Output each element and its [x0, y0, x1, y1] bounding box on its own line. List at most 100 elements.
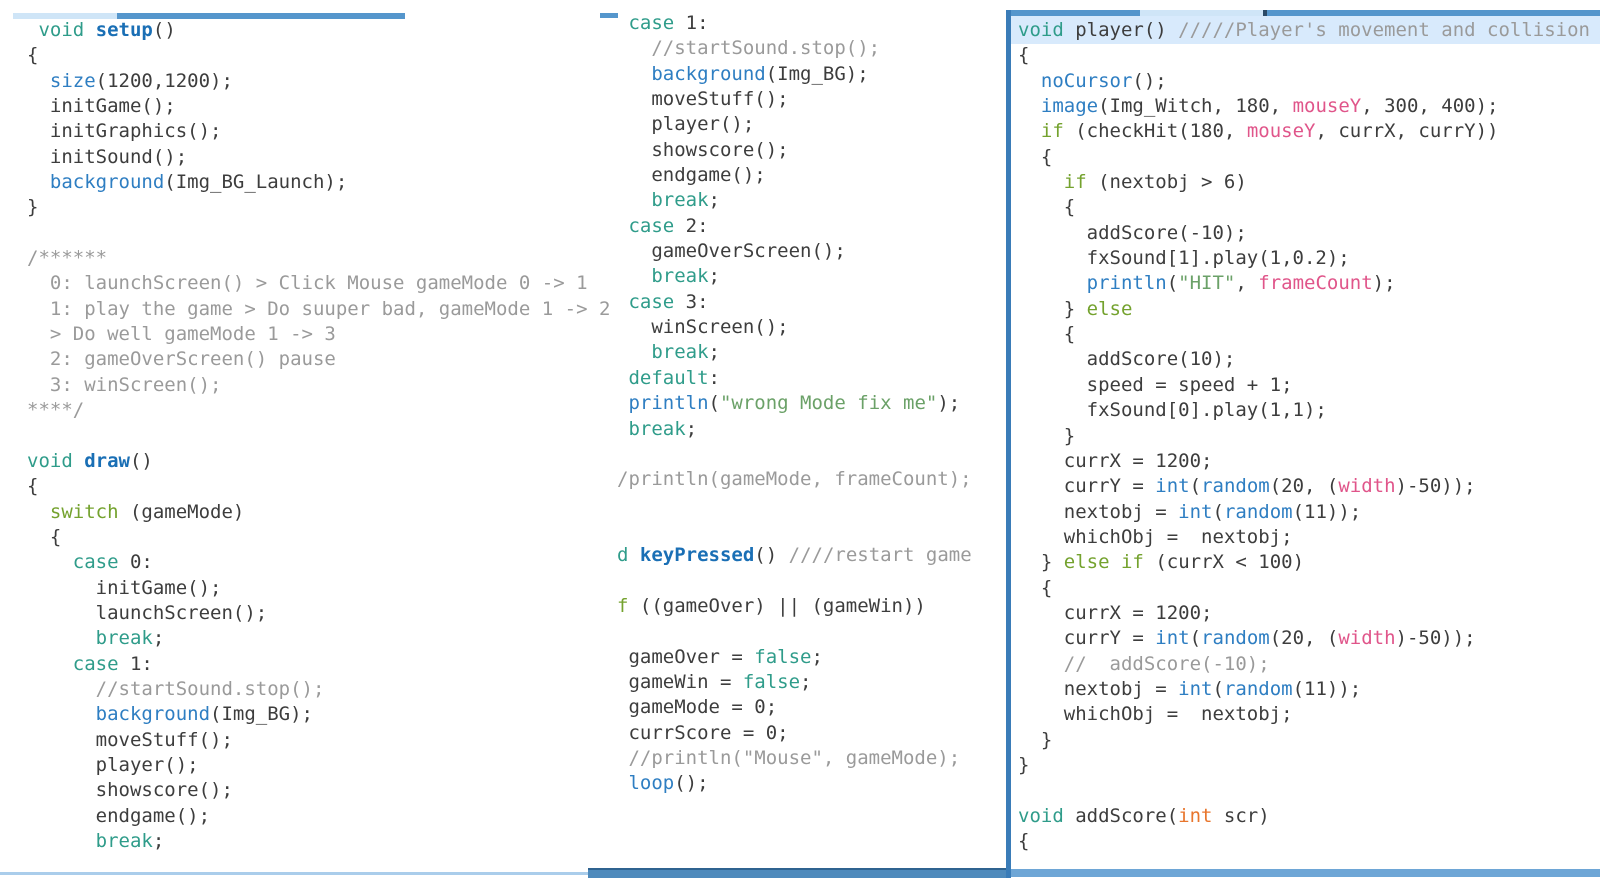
code-token: background	[651, 62, 766, 85]
code-token: }	[1018, 551, 1064, 574]
code-line: > Do well gameMode 1 -> 3	[27, 322, 619, 347]
code-token	[1110, 551, 1121, 573]
code-token: 0:	[118, 551, 153, 574]
code-token: {	[1018, 196, 1076, 219]
code-token: 1:	[118, 652, 153, 675]
code-line: initGraphics();	[27, 119, 619, 144]
code-token: initSound();	[27, 145, 188, 168]
code-line: noCursor();	[1018, 69, 1600, 94]
code-line: endgame();	[27, 804, 619, 829]
code-token: ;	[811, 645, 823, 668]
code-line: initGame();	[27, 576, 619, 601]
right-window-top-bar-dark-left	[1011, 10, 1140, 17]
code-line: }	[1018, 424, 1600, 449]
code-token: void	[1018, 19, 1064, 41]
code-line: currScore = 0;	[617, 721, 1005, 746]
code-line: showscore();	[27, 778, 619, 803]
code-token	[617, 189, 651, 211]
right-window-top-bar-light	[1140, 10, 1263, 17]
code-line: fxSound[1].play(1,0.2);	[1018, 246, 1600, 271]
code-token: image	[1040, 95, 1099, 118]
code-token: case	[628, 12, 675, 34]
code-token: (	[1189, 475, 1202, 498]
code-line: 1: play the game > Do suuper bad, gameMo…	[27, 297, 619, 322]
code-line: break;	[27, 626, 619, 651]
code-line: {	[1018, 576, 1600, 601]
code-token: )-50));	[1395, 627, 1476, 650]
code-line: initGame();	[27, 94, 619, 119]
code-token	[27, 551, 73, 573]
code-token: > Do well gameMode 1 -> 3	[27, 323, 336, 346]
code-token: fxSound[1].play(1,0.2);	[1018, 247, 1350, 270]
code-line: gameMode = 0;	[617, 695, 1005, 720]
code-token: /////Player's movement and collision	[1178, 19, 1590, 41]
code-line: println("wrong Mode fix me");	[617, 391, 1005, 416]
code-token	[628, 544, 639, 566]
code-token: int	[1155, 627, 1190, 650]
code-token	[617, 367, 628, 389]
code-token: ()	[152, 19, 176, 41]
code-token: (11));	[1292, 500, 1362, 523]
code-token: else	[1063, 551, 1110, 574]
right-window-bottom-bar	[1011, 869, 1600, 877]
code-line: void setup()	[27, 18, 619, 43]
code-token: ;	[708, 265, 720, 288]
code-line: {	[27, 474, 619, 499]
code-line: currX = 1200;	[1018, 449, 1600, 474]
left-window-top-bar-dark	[117, 13, 405, 19]
code-token: case	[72, 551, 119, 574]
code-token: endgame();	[617, 164, 766, 187]
code-line: moveStuff();	[27, 728, 619, 753]
code-line: initSound();	[27, 145, 619, 170]
code-token: showscore();	[617, 138, 789, 161]
code-line: 3: winScreen();	[27, 373, 619, 398]
code-token: background	[49, 171, 165, 194]
code-token: //startSound.stop();	[651, 37, 881, 60]
code-line: f ((gameOver) || (gameWin))	[617, 594, 1005, 619]
code-token: void	[38, 19, 85, 41]
code-line: addScore(10);	[1018, 347, 1600, 372]
code-token: d	[617, 544, 629, 567]
code-token	[617, 747, 628, 769]
code-token: mouseY	[1292, 95, 1362, 118]
code-token: random	[1223, 677, 1293, 700]
code-token	[27, 171, 50, 193]
code-token	[617, 341, 651, 363]
code-token: gameMode = 0;	[617, 696, 778, 719]
code-line	[27, 424, 619, 449]
code-line: case 3:	[617, 290, 1005, 315]
code-token: if	[1040, 120, 1064, 143]
code-line: loop();	[617, 771, 1005, 796]
code-token: 3: winScreen();	[27, 373, 222, 396]
code-line: {	[27, 525, 619, 550]
code-line: break;	[617, 340, 1005, 365]
code-token: int	[1178, 500, 1213, 523]
middle-window-bottom-bar	[588, 868, 1006, 878]
code-token: (nextobj > 6)	[1086, 171, 1247, 194]
code-line: } else if (currX < 100)	[1018, 550, 1600, 575]
code-line: {	[1018, 195, 1600, 220]
code-line: player();	[27, 753, 619, 778]
code-line: //println("Mouse", gameMode);	[617, 746, 1005, 771]
code-token: random	[1201, 627, 1270, 650]
code-line: background(Img_BG_Launch);	[27, 170, 619, 195]
code-token	[617, 772, 628, 794]
code-token: (currX < 100)	[1143, 551, 1305, 574]
code-token: (Img_BG);	[765, 62, 869, 85]
code-line: gameWin = false;	[617, 670, 1005, 695]
code-line: void addScore(int scr)	[1018, 804, 1600, 829]
code-line: break;	[617, 264, 1005, 289]
code-token: launchScreen();	[27, 601, 268, 624]
code-token: break	[651, 189, 709, 212]
code-line: {	[1018, 145, 1600, 170]
code-token: :	[708, 366, 720, 389]
code-token: 0: launchScreen() > Click Mouse gameMode…	[27, 272, 588, 295]
code-token: }	[1018, 728, 1053, 751]
code-token: {	[1018, 44, 1030, 67]
code-line: {	[1018, 829, 1600, 854]
code-token: currY =	[1018, 627, 1156, 650]
highlighted-line-background	[1011, 16, 1600, 44]
code-line	[27, 221, 619, 246]
code-token: width	[1338, 627, 1396, 650]
